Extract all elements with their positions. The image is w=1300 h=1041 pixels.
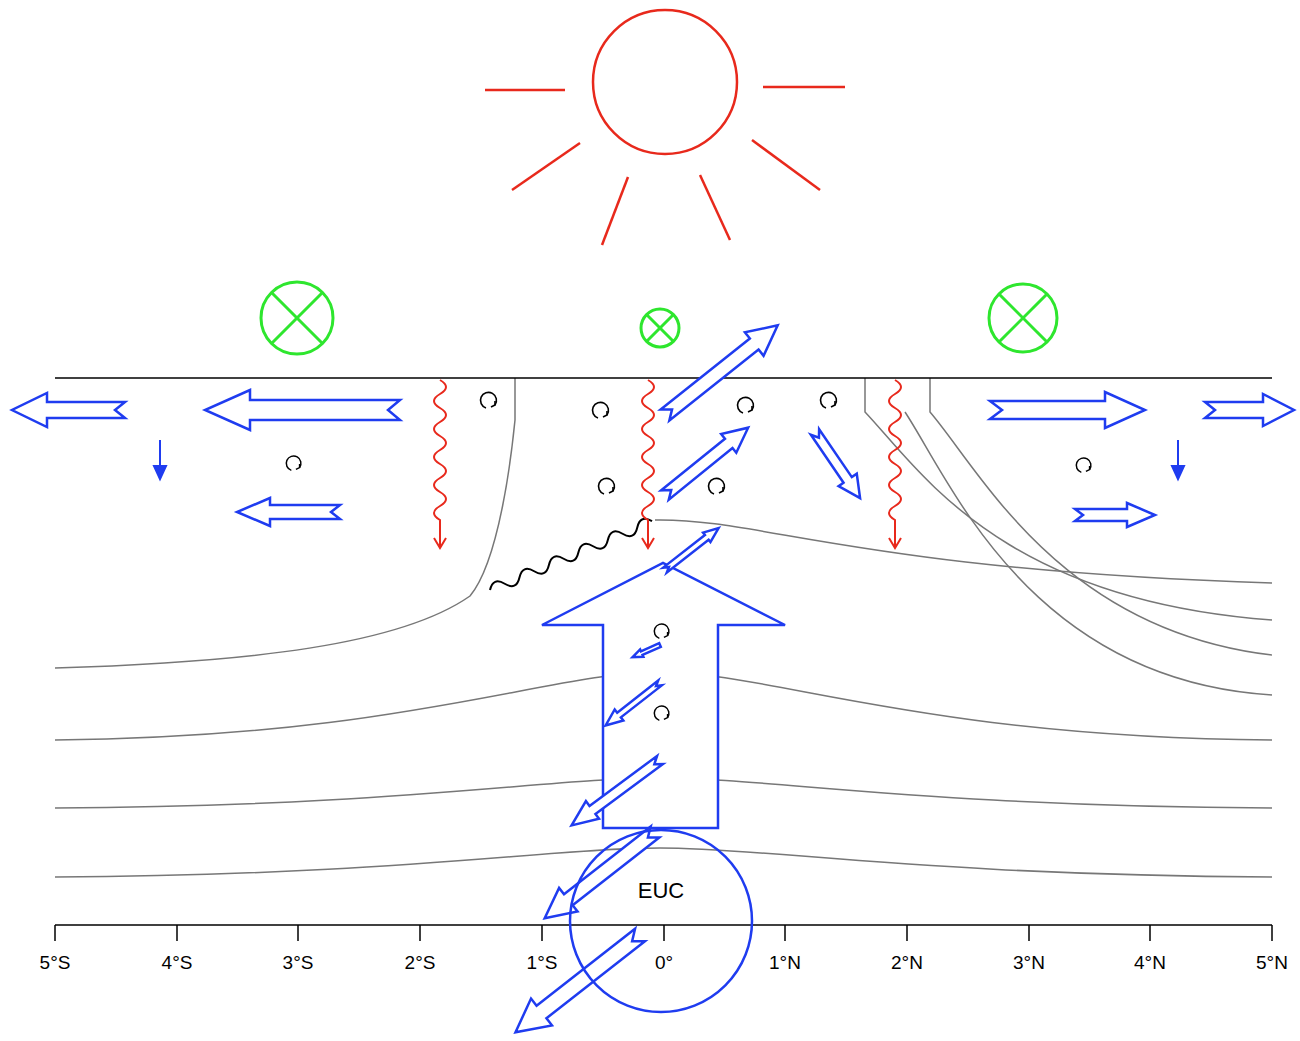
axis-label: 2°N	[891, 952, 923, 974]
latitude-axis	[55, 925, 1272, 941]
axis-label: 2°S	[405, 952, 436, 974]
flow-arrow	[12, 314, 1294, 1041]
isotherm	[55, 378, 1272, 877]
axis-label: 4°N	[1134, 952, 1166, 974]
current-circle: EUC	[548, 828, 774, 1014]
axis-label: 0°	[655, 952, 673, 974]
current-name: EUC	[548, 878, 774, 904]
wind-symbol	[261, 282, 1057, 354]
axis-label: 5°N	[1256, 952, 1288, 974]
eddy-symbol	[286, 392, 1091, 720]
axis-label: 3°S	[283, 952, 314, 974]
circle-outline	[548, 828, 774, 1014]
axis-label: 5°S	[40, 952, 71, 974]
sea-surface	[55, 377, 1272, 379]
axis-label: 4°S	[162, 952, 193, 974]
axis-label: 1°S	[527, 952, 558, 974]
axis-label: 3°N	[1013, 952, 1045, 974]
sinking-arrow	[154, 440, 1184, 479]
sun	[485, 10, 845, 245]
axis-label: 1°N	[769, 952, 801, 974]
